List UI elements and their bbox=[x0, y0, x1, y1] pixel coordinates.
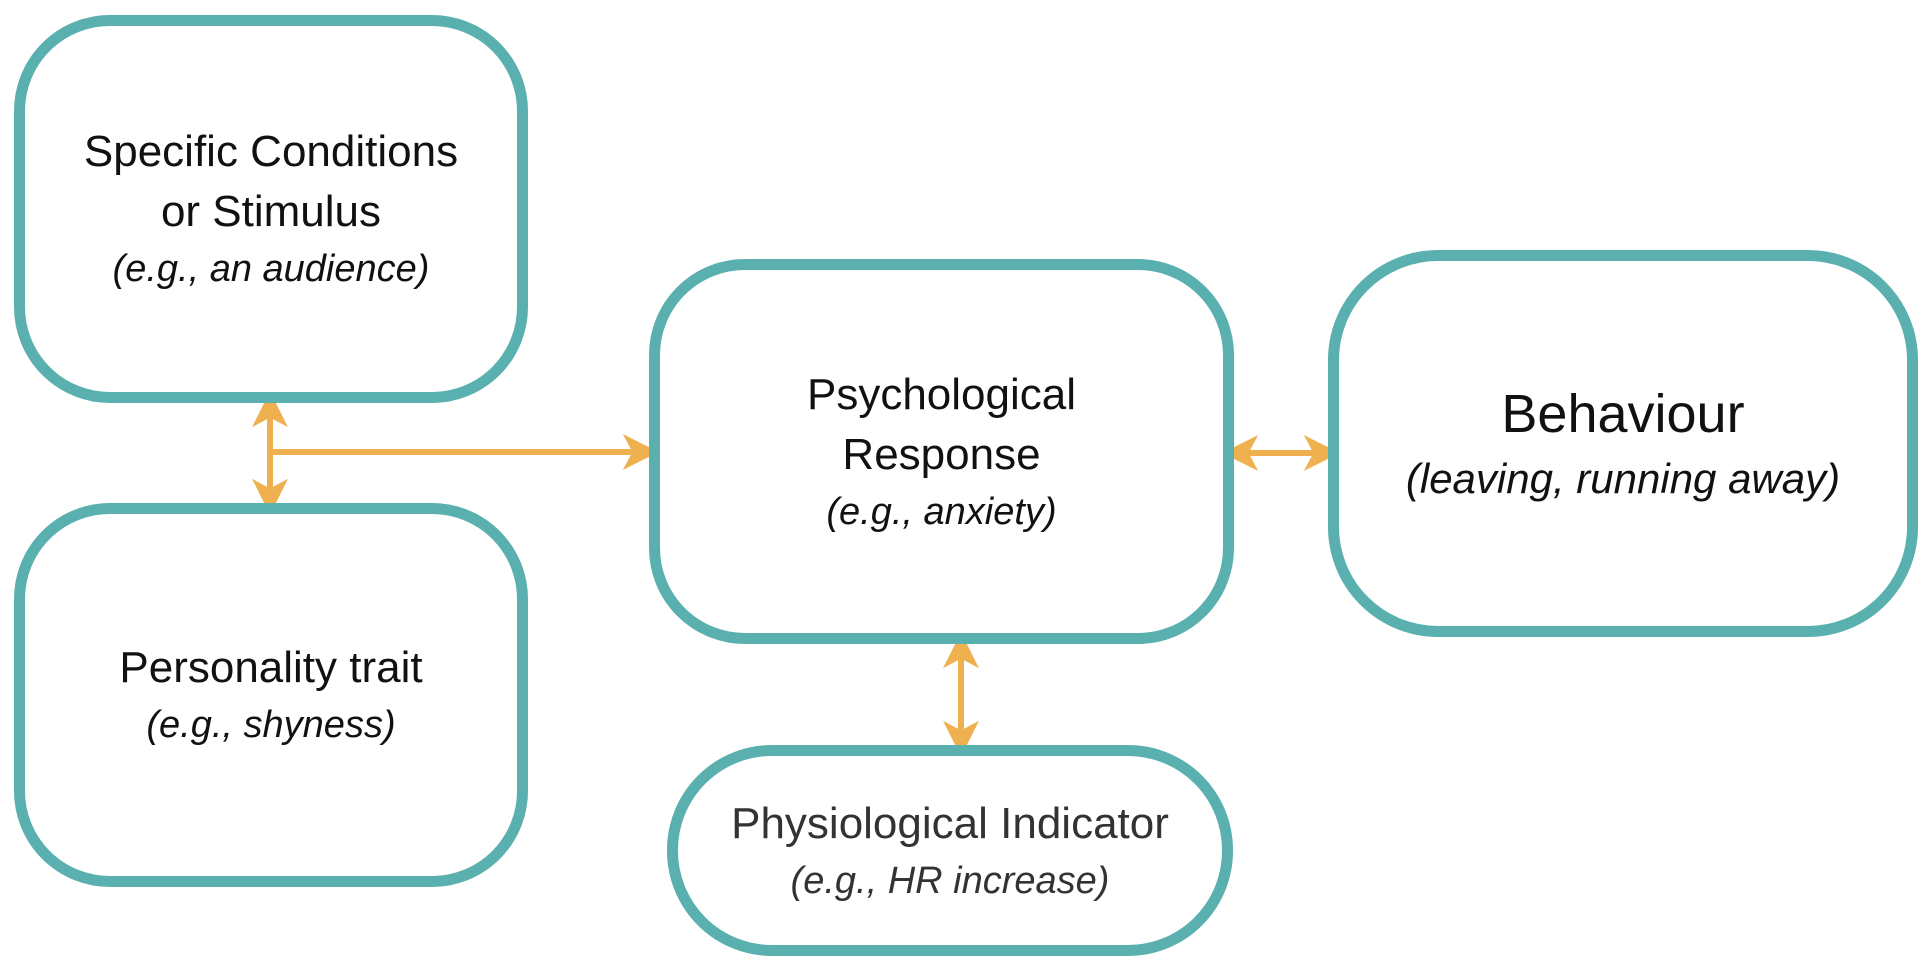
behaviour-title: Behaviour bbox=[1501, 383, 1745, 444]
stimulus-example: (e.g., an audience) bbox=[112, 248, 430, 290]
stimulus-title: Specific Conditions or Stimulus bbox=[83, 127, 459, 236]
physiological-indicator-node: Physiological Indicator (e.g., HR increa… bbox=[667, 745, 1233, 956]
psychological-response-example: (e.g., anxiety) bbox=[826, 490, 1057, 533]
psychological-response-node: Psychological Response (e.g., anxiety) bbox=[649, 259, 1234, 644]
stimulus-node: Specific Conditions or Stimulus (e.g., a… bbox=[14, 15, 528, 403]
physiological-indicator-title: Physiological Indicator bbox=[731, 798, 1169, 848]
physiological-indicator-example: (e.g., HR increase) bbox=[790, 859, 1110, 902]
personality-trait-example: (e.g., shyness) bbox=[146, 704, 396, 746]
behaviour-node: Behaviour (leaving, running away) bbox=[1328, 250, 1918, 637]
psychological-response-title: Psychological Response bbox=[806, 369, 1077, 479]
personality-trait-node: Personality trait (e.g., shyness) bbox=[14, 503, 528, 887]
behaviour-example: (leaving, running away) bbox=[1405, 454, 1841, 502]
personality-trait-title: Personality trait bbox=[119, 643, 423, 692]
